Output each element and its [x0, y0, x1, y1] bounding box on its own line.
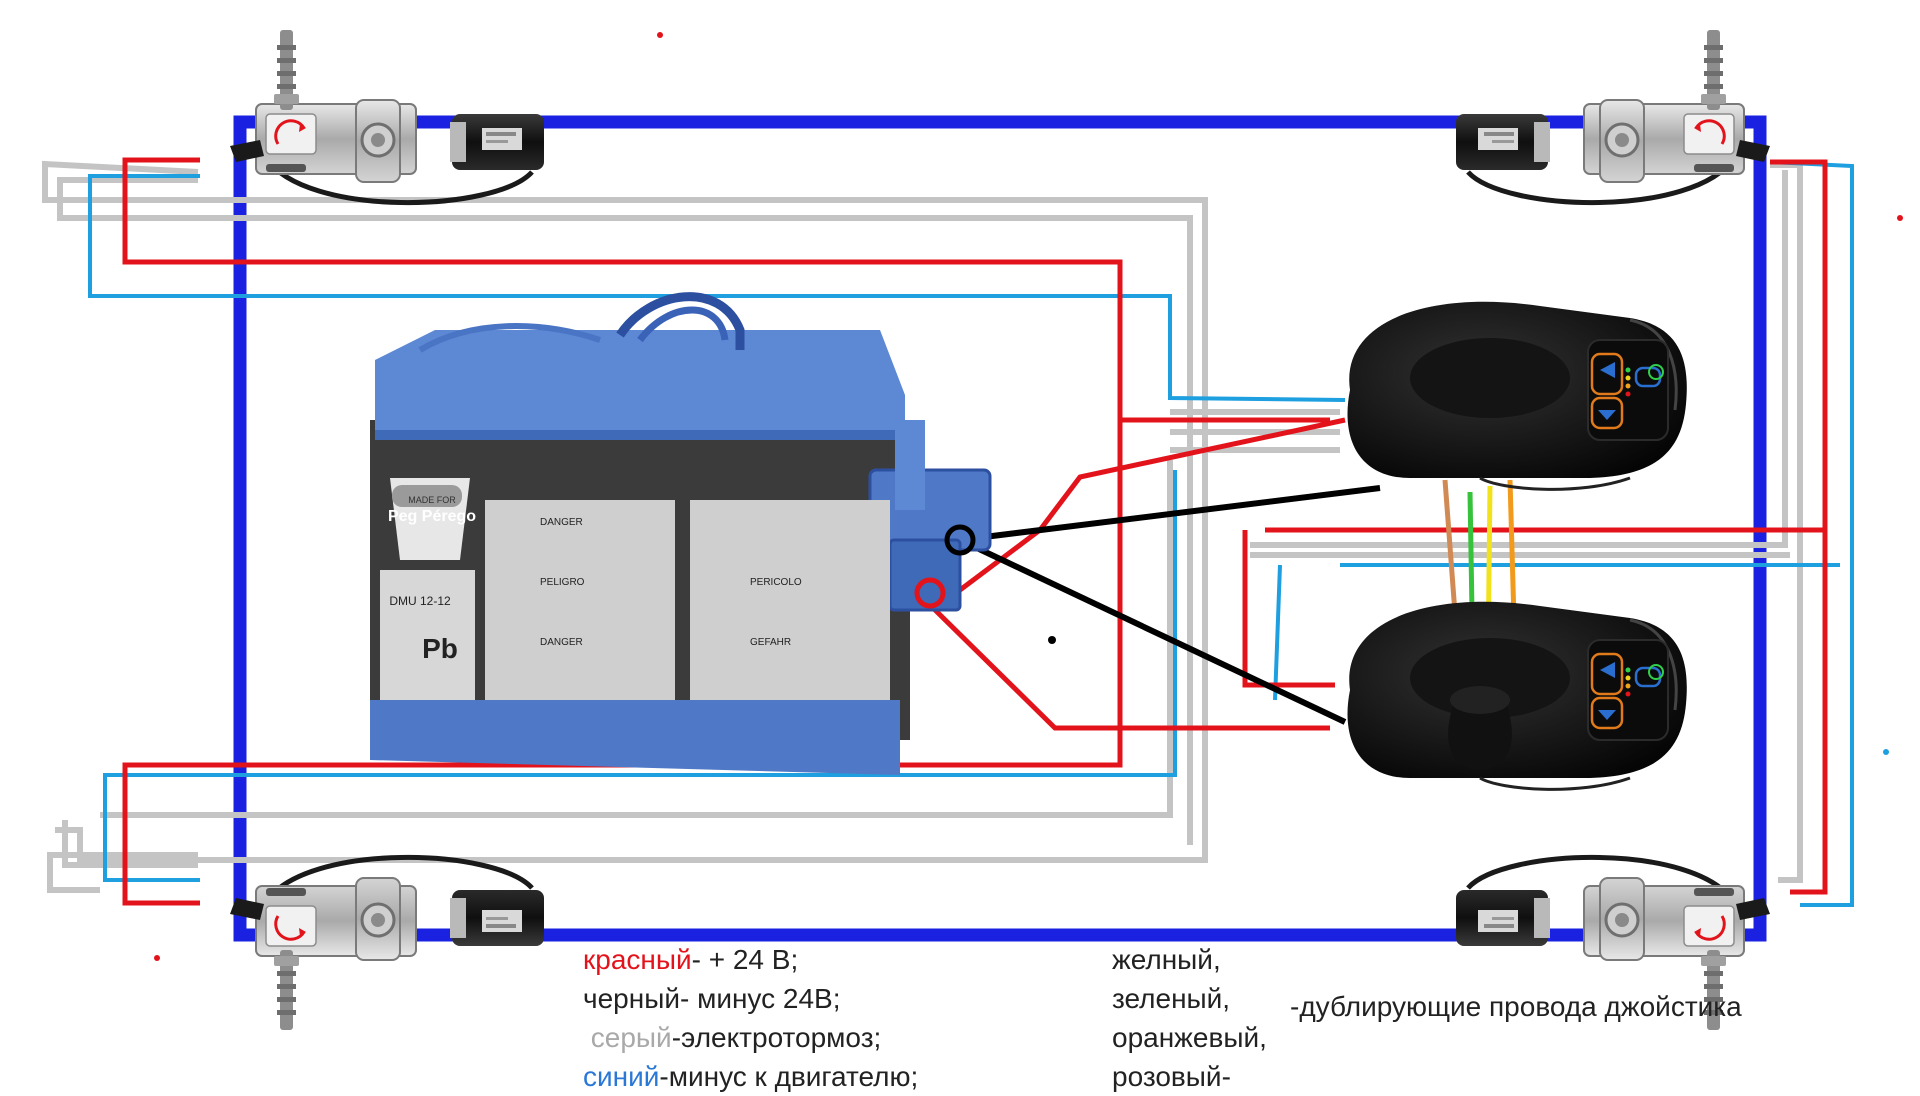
battery-warning-3: DANGER	[540, 637, 583, 648]
battery-positive-terminal	[914, 577, 946, 609]
black-wires	[958, 485, 1381, 725]
joystick-wire-yellow: желный,	[1112, 944, 1221, 975]
stray-dots	[154, 32, 1903, 961]
joystick-wire-legend: желный, зеленый, оранжевый, розовый-	[1112, 940, 1267, 1096]
chassis-frame	[233, 115, 1767, 942]
legend-blue-name: синий	[583, 1061, 660, 1092]
joystick-wire-pink: розовый-	[1112, 1061, 1231, 1092]
battery-made-for: MADE FOR	[408, 495, 456, 505]
joystick-wire-orange: оранжевый,	[1112, 1022, 1267, 1053]
legend-gray-desc: -электротормоз;	[671, 1022, 882, 1053]
battery-model: DMU 12-12	[389, 594, 451, 608]
battery-chemistry: Pb	[422, 633, 458, 664]
joystick-wire-note: -дублирующие провода джойстика	[1290, 991, 1742, 1022]
battery-warning-5: GEFAHR	[750, 637, 791, 648]
legend-red-name: красный	[583, 944, 692, 975]
motor-top-left	[230, 30, 544, 203]
legend-blue-desc: -минус к двигателю;	[659, 1061, 919, 1092]
legend-gray-name: серый	[590, 1022, 672, 1053]
legend-blue: синий-минус к двигателю;	[583, 1057, 918, 1096]
battery: MADE FOR Peg Pérego DMU 12-12 Pb DANGER …	[370, 292, 992, 775]
battery-brand: Peg Pérego	[388, 508, 476, 525]
battery-negative-terminal	[944, 524, 976, 556]
joystick-wire-green: зеленый,	[1112, 983, 1231, 1014]
joystick-upper	[1346, 300, 1689, 491]
wire-color-legend: красный- + 24 В; черный- минус 24В; серы…	[583, 940, 918, 1096]
motor-top-right	[1456, 30, 1770, 203]
legend-red-desc: - + 24 В;	[691, 944, 799, 975]
battery-warning-4: PERICOLO	[750, 577, 802, 588]
legend-red: красный- + 24 В;	[583, 940, 918, 979]
legend-black: черный- минус 24В;	[583, 983, 841, 1014]
motor-bottom-left	[230, 857, 544, 1030]
legend-gray: серый-электротормоз;	[583, 1018, 918, 1057]
joystick-lower	[1346, 600, 1689, 791]
battery-warning-2: PELIGRO	[540, 577, 585, 588]
red-wires	[122, 157, 1828, 906]
battery-warning-1: DANGER	[540, 517, 583, 528]
